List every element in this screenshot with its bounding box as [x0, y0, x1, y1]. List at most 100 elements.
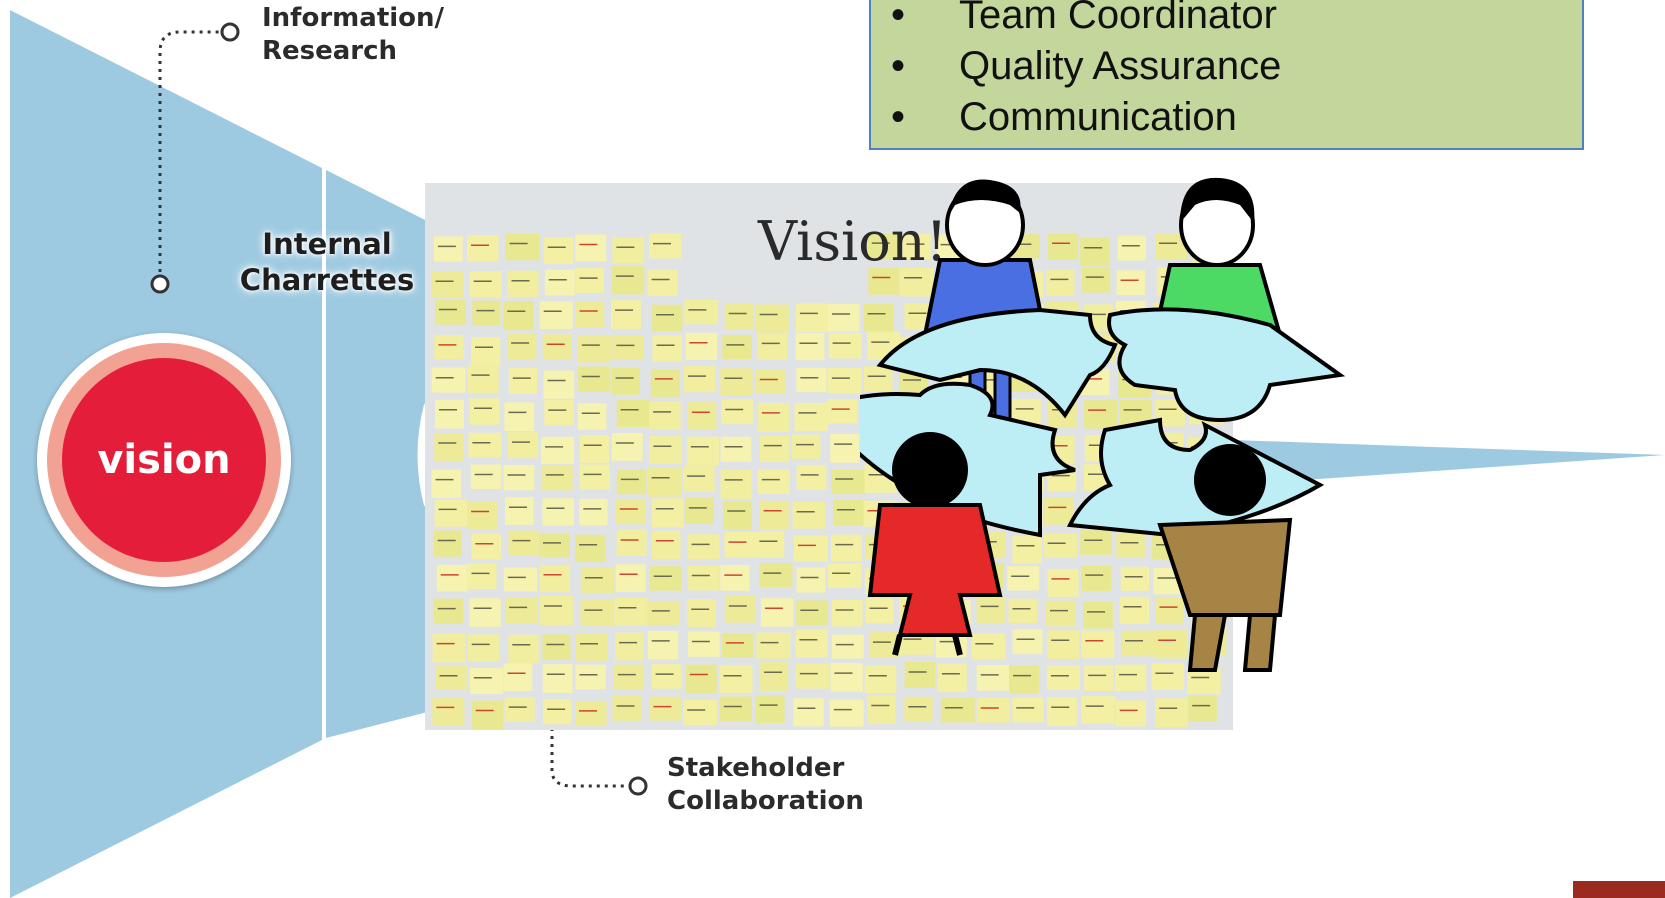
sticky-note: [542, 334, 572, 359]
sticky-note: [828, 333, 862, 359]
sticky-note: [611, 368, 640, 395]
sticky-note: [832, 499, 867, 526]
sticky-note: [467, 365, 499, 394]
sticky-note: [541, 436, 574, 464]
sticky-note: [867, 695, 896, 724]
sticky-note: [827, 368, 862, 394]
sticky-note: [647, 600, 680, 625]
sticky-note: [796, 367, 827, 393]
sticky-note: [721, 399, 753, 425]
sticky-note: [434, 499, 468, 527]
sticky-note: [652, 304, 683, 332]
sticky-note: [686, 436, 719, 466]
sticky-note: [1119, 596, 1149, 624]
sticky-note: [543, 237, 574, 265]
sticky-note: [613, 664, 645, 690]
sticky-notes-image: [425, 183, 1233, 730]
role-label: Communication: [959, 95, 1237, 139]
sticky-note: [1081, 565, 1112, 592]
sticky-note: [470, 398, 500, 425]
wall-title: Vision!: [758, 210, 948, 273]
sticky-note: [1046, 269, 1075, 296]
sticky-note: [795, 333, 825, 361]
sticky-note-wall-photo: [425, 183, 1233, 730]
sticky-note: [471, 700, 503, 730]
sticky-note: [1155, 597, 1184, 625]
sticky-note: [543, 370, 575, 399]
sticky-note: [796, 567, 826, 593]
sticky-note: [575, 534, 606, 563]
sticky-note: [1083, 601, 1113, 629]
sticky-note: [471, 337, 501, 366]
sticky-note: [611, 300, 641, 330]
sticky-note: [759, 435, 790, 463]
sticky-note: [971, 633, 1006, 660]
sticky-note: [472, 300, 501, 326]
sticky-note: [1121, 630, 1155, 657]
sticky-note: [503, 663, 533, 691]
sticky-note: [651, 664, 682, 689]
sticky-note: [503, 567, 537, 592]
sticky-note: [431, 367, 466, 393]
sticky-note: [831, 534, 862, 562]
bullet: •: [891, 95, 906, 139]
sticky-note: [1012, 629, 1043, 655]
sticky-note: [831, 600, 863, 627]
sticky-note: [1048, 233, 1079, 260]
sticky-note: [467, 501, 498, 530]
sticky-note: [649, 696, 681, 721]
sticky-note: [1117, 235, 1146, 261]
sticky-note: [471, 533, 501, 560]
sticky-note: [434, 433, 464, 461]
sticky-note: [794, 402, 828, 431]
sticky-note: [469, 598, 501, 627]
sticky-note: [863, 303, 894, 331]
sticky-note: [432, 633, 466, 663]
callout-stakeholder-collaboration: Stakeholder Collaboration: [667, 752, 864, 818]
sticky-note: [575, 664, 606, 690]
sticky-note: [1115, 664, 1147, 691]
sticky-note: [651, 498, 684, 528]
callout-stakeholder-line2: Collaboration: [667, 786, 864, 816]
callout-internal-charrettes: Internal Charrettes: [232, 226, 422, 298]
sticky-note: [755, 304, 789, 333]
sticky-note: [755, 695, 785, 723]
sticky-note: [720, 469, 752, 499]
sticky-note: [795, 663, 830, 689]
sticky-note: [504, 697, 535, 722]
connector-info-dot-end: [220, 22, 240, 42]
bullet: •: [891, 44, 906, 88]
sticky-note: [435, 399, 464, 429]
sticky-note: [579, 498, 608, 526]
sticky-note: [793, 535, 828, 562]
roles-list-item: • Quality Assurance: [891, 41, 1281, 92]
sticky-note: [468, 432, 502, 458]
sticky-note: [431, 469, 461, 498]
sticky-note: [756, 632, 791, 659]
sticky-note: [830, 434, 860, 463]
sticky-note: [508, 634, 539, 664]
sticky-note: [796, 600, 829, 626]
sticky-note: [759, 563, 793, 588]
sticky-note: [830, 663, 863, 692]
role-label: Quality Assurance: [959, 44, 1282, 88]
sticky-note: [503, 301, 535, 331]
sticky-note: [760, 598, 794, 627]
sticky-note: [611, 266, 645, 295]
sticky-note: [575, 234, 607, 262]
sticky-note: [1007, 566, 1039, 591]
sticky-note: [1012, 535, 1042, 564]
sticky-note: [1047, 630, 1079, 660]
sticky-note: [575, 301, 605, 328]
sticky-note: [867, 233, 901, 260]
sticky-note: [1080, 237, 1110, 267]
sticky-note: [865, 598, 894, 624]
sticky-note: [469, 271, 502, 298]
sticky-note: [1009, 665, 1040, 694]
sticky-note: [722, 334, 752, 360]
sticky-note: [434, 334, 464, 360]
sticky-note: [724, 596, 756, 623]
sticky-note: [649, 436, 682, 464]
sticky-note: [436, 564, 468, 592]
sticky-note: [864, 665, 897, 694]
